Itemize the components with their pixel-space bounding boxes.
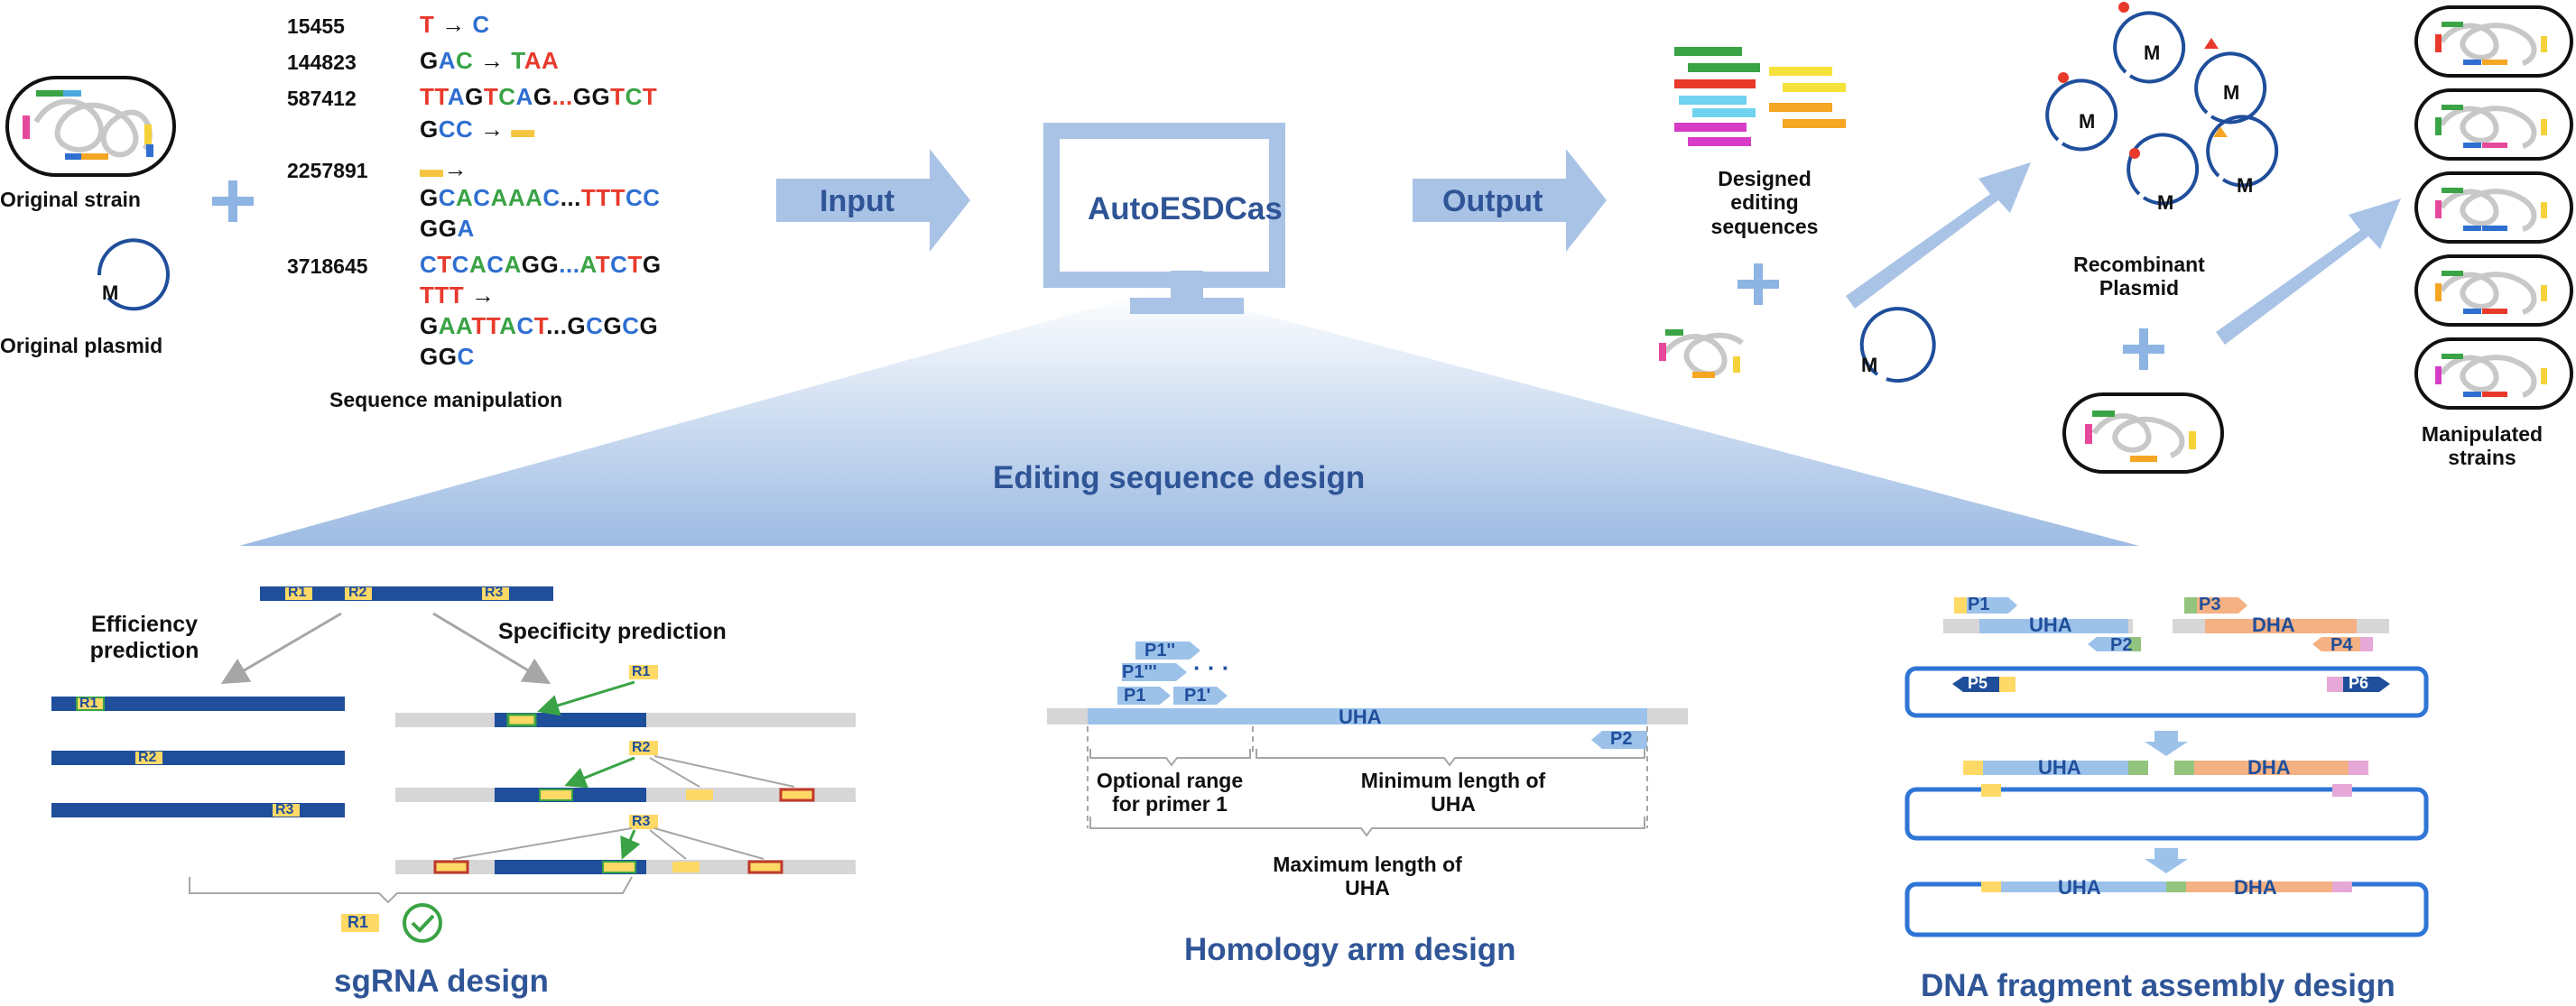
plasmid-mark: M (2144, 42, 2161, 64)
sequence-line-7: GGA (420, 215, 475, 242)
sequence-line-1: T → C (420, 11, 490, 38)
plasmid-mark: M (2223, 81, 2240, 104)
primer-label: P1 (1968, 595, 1990, 614)
sequence-line-3: TTAGTCAG...GGTCT (420, 83, 658, 110)
diagonal-arrow (1846, 162, 2031, 309)
position-2: 144823 (287, 51, 357, 74)
original-plasmid-label: Original plasmid (0, 334, 163, 357)
original-plasmid (97, 238, 170, 311)
sequence-line-10: GAATTACT...GCGCG (420, 312, 659, 339)
homology-arm-title: Homology arm design (1184, 932, 1516, 967)
dha-label: DHA (2247, 756, 2291, 779)
primer-label: P1''' (1122, 662, 1157, 682)
sequence-line-9: TTT → (420, 281, 496, 309)
assembly-panel (1904, 597, 2429, 937)
region-label: R3 (485, 585, 504, 600)
selected-region-label: R1 (347, 913, 369, 931)
region-label: R2 (138, 750, 157, 765)
plasmid-mark: M (102, 281, 119, 304)
plasmid-icon (1859, 307, 1936, 383)
plus-icon (212, 180, 254, 222)
position-4: 2257891 (287, 159, 368, 182)
uha-label: UHA (2029, 614, 2072, 636)
plus-icon (1737, 263, 1779, 305)
position-3: 587412 (287, 87, 357, 110)
sgrna-panel (51, 586, 856, 932)
primer-label: P6 (2349, 674, 2369, 692)
uha-label: UHA (1339, 706, 1382, 728)
position-1: 15455 (287, 14, 345, 38)
region-label: R2 (632, 740, 651, 755)
specificity-prediction-label: Specificity prediction (498, 619, 727, 644)
check-circle-icon (403, 903, 442, 943)
homology-panel (1047, 641, 1688, 837)
sequence-line-2: GAC → TAA (420, 47, 560, 74)
region-label: R1 (632, 664, 651, 679)
output-arrow (1413, 149, 1607, 252)
sgrna-design-title: sgRNA design (334, 964, 549, 999)
original-strain-label: Original strain (0, 188, 141, 211)
plasmid-mark: M (2157, 191, 2174, 214)
computer-icon (1043, 123, 1285, 314)
input-label: Input (820, 184, 895, 218)
primer-label: P4 (2330, 635, 2353, 655)
position-5: 3718645 (287, 254, 368, 278)
manipulated-strain-cell (2414, 254, 2573, 327)
sequence-line-11: GGC (420, 343, 475, 370)
region-label: R1 (79, 696, 98, 711)
recombinant-plasmids (2045, 11, 2279, 206)
plasmid-mark: M (2079, 110, 2096, 133)
region-label: R2 (348, 585, 367, 600)
sequence-manipulation-label: Sequence manipulation (329, 388, 563, 411)
uha-label: UHA (2038, 756, 2081, 779)
editing-design-title: Editing sequence design (993, 460, 1366, 495)
manipulated-strains (2414, 5, 2573, 410)
diagonal-arrow (2216, 198, 2401, 345)
sequence-line-4: GCC → ▬ (420, 115, 535, 143)
manipulated-strain-cell (2414, 171, 2573, 244)
manipulated-strain-cell (2414, 5, 2573, 78)
designed-sequences-icon (1674, 47, 1846, 146)
region-label: R3 (275, 802, 294, 817)
editing-design-triangle (239, 289, 2139, 546)
assembly-design-title: DNA fragment assembly design (1921, 968, 2395, 1003)
primer-label: P3 (2199, 595, 2221, 614)
primer-label: P5 (1968, 674, 1988, 692)
region-label: R1 (288, 585, 307, 600)
software-name: AutoESDCas (1088, 191, 1283, 226)
plasmid-mark: M (1861, 354, 1878, 376)
manipulated-strain-cell (2414, 88, 2573, 161)
plus-icon (2123, 328, 2164, 370)
primer-label: P1 (1124, 686, 1146, 706)
primer-label: P1' (1184, 686, 1211, 706)
sequence-line-8: CTCACAGG...ATCTG (420, 251, 662, 278)
strain-small-icon (1659, 329, 1744, 378)
primer-label: P2 (2110, 635, 2133, 655)
output-label: Output (1442, 184, 1543, 218)
uha-label: UHA (2058, 876, 2101, 899)
dha-label: DHA (2252, 614, 2295, 636)
input-arrow (776, 149, 970, 252)
sequence-line-5: ▬→ (420, 155, 468, 182)
recombinant-plasmid-markers (2058, 2, 2228, 159)
dha-label: DHA (2234, 876, 2277, 899)
primer-label: P2 (1610, 729, 1633, 749)
sequence-line-6: GCACAAAC...TTTCC (420, 184, 661, 211)
original-strain-cell (5, 76, 176, 177)
host-strain-icon (2062, 392, 2224, 474)
manipulated-strain-cell (2414, 337, 2573, 410)
primer-label: P1'' (1144, 641, 1175, 660)
region-label: R3 (632, 814, 651, 829)
plasmid-mark: M (2237, 174, 2254, 197)
primer-ellipsis: · · · (1193, 654, 1230, 681)
